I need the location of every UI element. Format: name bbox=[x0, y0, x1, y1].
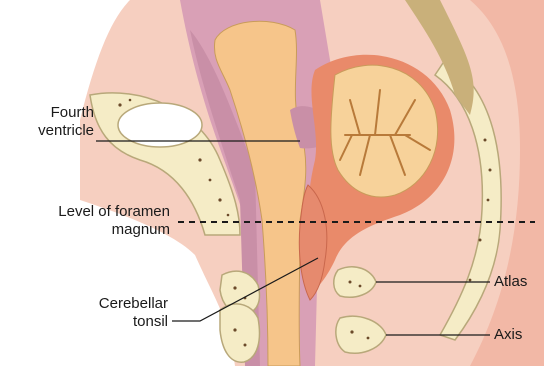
label-cerebellar-tonsil-line2: tonsil bbox=[70, 313, 168, 331]
label-atlas: Atlas bbox=[494, 273, 527, 291]
label-cerebellar-tonsil-line1: Cerebellar bbox=[70, 295, 168, 313]
label-fourth-ventricle-line1: Fourth bbox=[14, 104, 94, 122]
label-fourth-ventricle-line2: ventricle bbox=[14, 122, 94, 140]
label-axis: Axis bbox=[494, 326, 522, 344]
label-fourth-ventricle: Fourth ventricle bbox=[14, 104, 94, 140]
label-foramen-level: Level of foramen magnum bbox=[2, 203, 170, 239]
label-foramen-level-line2: magnum bbox=[2, 221, 170, 239]
label-cerebellar-tonsil: Cerebellar tonsil bbox=[70, 295, 168, 331]
label-foramen-level-line1: Level of foramen bbox=[2, 203, 170, 221]
